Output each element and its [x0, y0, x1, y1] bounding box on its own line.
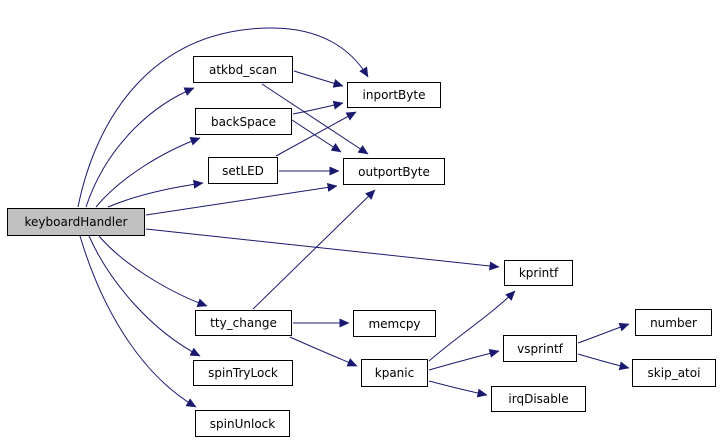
node-kpanic[interactable]: kpanic	[361, 359, 428, 387]
node-memcpy[interactable]: memcpy	[353, 310, 436, 337]
node-setLED[interactable]: setLED	[208, 157, 278, 184]
node-tty_change[interactable]: tty_change	[195, 310, 292, 336]
edge-backSpace-to-inportByte	[292, 100, 344, 115]
edge-backSpace-to-outportByte	[291, 119, 342, 153]
edge-keyboardHandler-to-atkbd_scan	[85, 87, 195, 208]
node-keyboardHandler: keyboardHandler	[7, 208, 145, 236]
node-number[interactable]: number	[635, 309, 712, 336]
node-kprintf[interactable]: kprintf	[504, 260, 573, 286]
edge-tty_change-to-kpanic	[289, 336, 358, 367]
node-inportByte[interactable]: inportByte	[347, 82, 441, 108]
edge-keyboardHandler-to-tty_change	[98, 235, 208, 307]
node-atkbd_scan[interactable]: atkbd_scan	[193, 56, 293, 83]
edge-kpanic-to-irqDisable	[428, 380, 488, 398]
edge-keyboardHandler-to-outportByte	[145, 182, 338, 216]
node-spinUnlock[interactable]: spinUnlock	[195, 410, 290, 437]
node-skip_atoi[interactable]: skip_atoi	[632, 359, 716, 387]
node-irqDisable[interactable]: irqDisable	[491, 386, 586, 412]
edge-keyboardHandler-to-setLED	[107, 179, 204, 208]
edge-keyboardHandler-to-spinUnlock	[79, 235, 197, 408]
edge-keyboardHandler-to-kprintf	[145, 228, 500, 271]
edge-atkbd_scan-to-inportByte	[293, 70, 344, 88]
node-outportByte[interactable]: outportByte	[343, 158, 445, 185]
edge-kpanic-to-vsprintf	[428, 349, 500, 371]
edge-keyboardHandler-to-inportByte	[77, 27, 369, 208]
node-spinTryLock[interactable]: spinTryLock	[193, 360, 293, 386]
node-vsprintf[interactable]: vsprintf	[503, 335, 577, 362]
edge-vsprintf-to-number	[577, 322, 630, 344]
edge-keyboardHandler-to-backSpace	[95, 137, 201, 208]
edge-setLED-to-inportByte	[275, 111, 357, 157]
edge-kpanic-to-kprintf	[428, 290, 516, 362]
edge-tty_change-to-outportByte	[252, 189, 376, 310]
edge-atkbd_scan-to-outportByte	[261, 83, 369, 155]
edge-keyboardHandler-to-spinTryLock	[88, 235, 201, 357]
edge-vsprintf-to-skip_atoi	[577, 353, 630, 371]
node-backSpace[interactable]: backSpace	[195, 108, 292, 135]
